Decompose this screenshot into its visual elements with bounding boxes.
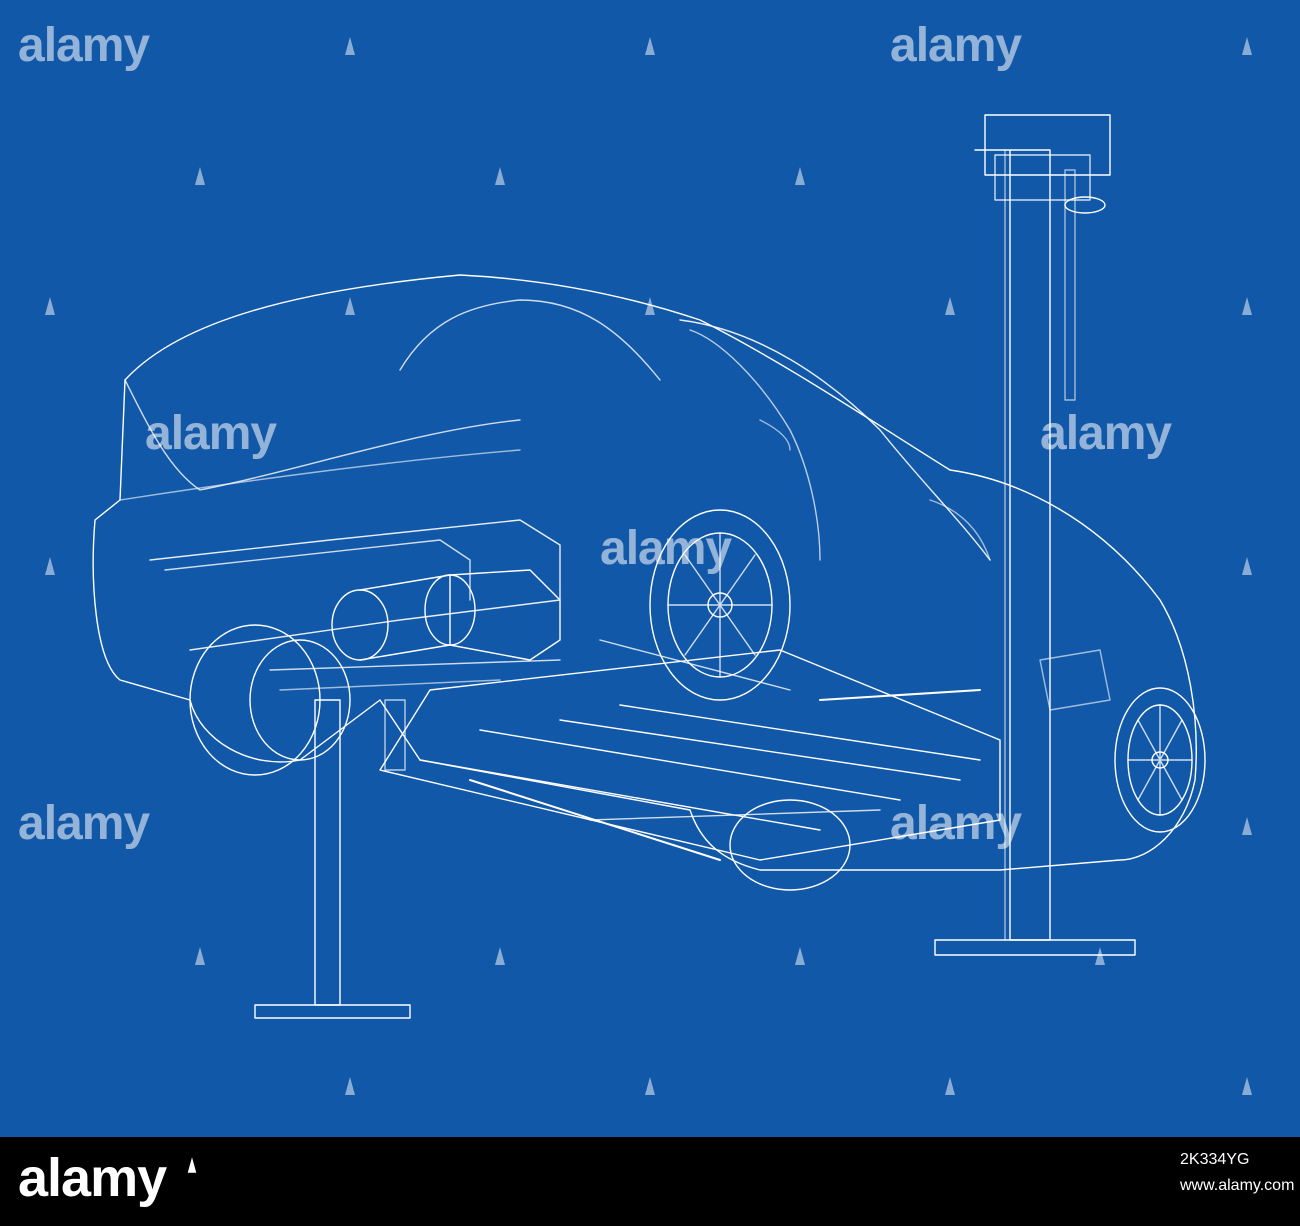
image-id: 2K334YG <box>1180 1151 1250 1168</box>
car-on-lift-wireframe <box>92 114 1206 1019</box>
alamy-a-icon <box>1242 557 1252 575</box>
alamy-a-icon <box>495 947 505 965</box>
wheel-front-right <box>1114 687 1206 833</box>
watermark-text: alamy <box>600 522 732 575</box>
alamy-a-icon <box>195 167 205 185</box>
alamy-a-icon <box>645 1077 655 1095</box>
watermark-text: alamy <box>1040 407 1172 460</box>
left-lift-post <box>254 699 411 1019</box>
alamy-a-icon <box>945 1077 955 1095</box>
alamy-a-icon <box>795 167 805 185</box>
alamy-a-icon <box>945 297 955 315</box>
alamy-a-icon <box>1095 947 1105 965</box>
alamy-a-icon <box>795 947 805 965</box>
watermark-text: alamy <box>890 19 1022 72</box>
lift-platform <box>379 649 1001 861</box>
wheel-front-left <box>729 799 851 891</box>
alamy-a-icon <box>1242 37 1252 55</box>
alamy-a-icon <box>345 1077 355 1095</box>
alamy-a-icon <box>1242 1077 1252 1095</box>
footer-bar: alamy 2K334YG www.alamy.com <box>0 1137 1300 1226</box>
alamy-a-icon <box>1242 817 1252 835</box>
drivetrain <box>269 569 1111 711</box>
alamy-a-icon <box>1242 297 1252 315</box>
alamy-a-icon <box>195 947 205 965</box>
watermark-text: alamy <box>145 407 277 460</box>
footer-logo: alamy <box>18 1148 167 1208</box>
footer-url[interactable]: www.alamy.com <box>1180 1177 1295 1194</box>
wheel-rear-left <box>189 624 351 776</box>
watermark-text: alamy <box>18 19 150 72</box>
alamy-a-icon <box>495 167 505 185</box>
wheel-rear-raised <box>649 509 791 701</box>
alamy-a-icon <box>45 297 55 315</box>
alamy-a-icon <box>645 297 655 315</box>
blueprint-image: alamy alamy alamy alamy alamy alamy alam… <box>0 0 1300 1137</box>
car-body <box>92 274 1197 871</box>
right-lift-post <box>934 114 1136 956</box>
alamy-a-icon <box>345 297 355 315</box>
alamy-a-icon <box>345 37 355 55</box>
watermark-text: alamy <box>18 797 150 850</box>
alamy-a-icon <box>645 37 655 55</box>
alamy-a-icon <box>187 1157 197 1173</box>
watermark-text: alamy <box>890 797 1022 850</box>
alamy-a-icon <box>45 557 55 575</box>
